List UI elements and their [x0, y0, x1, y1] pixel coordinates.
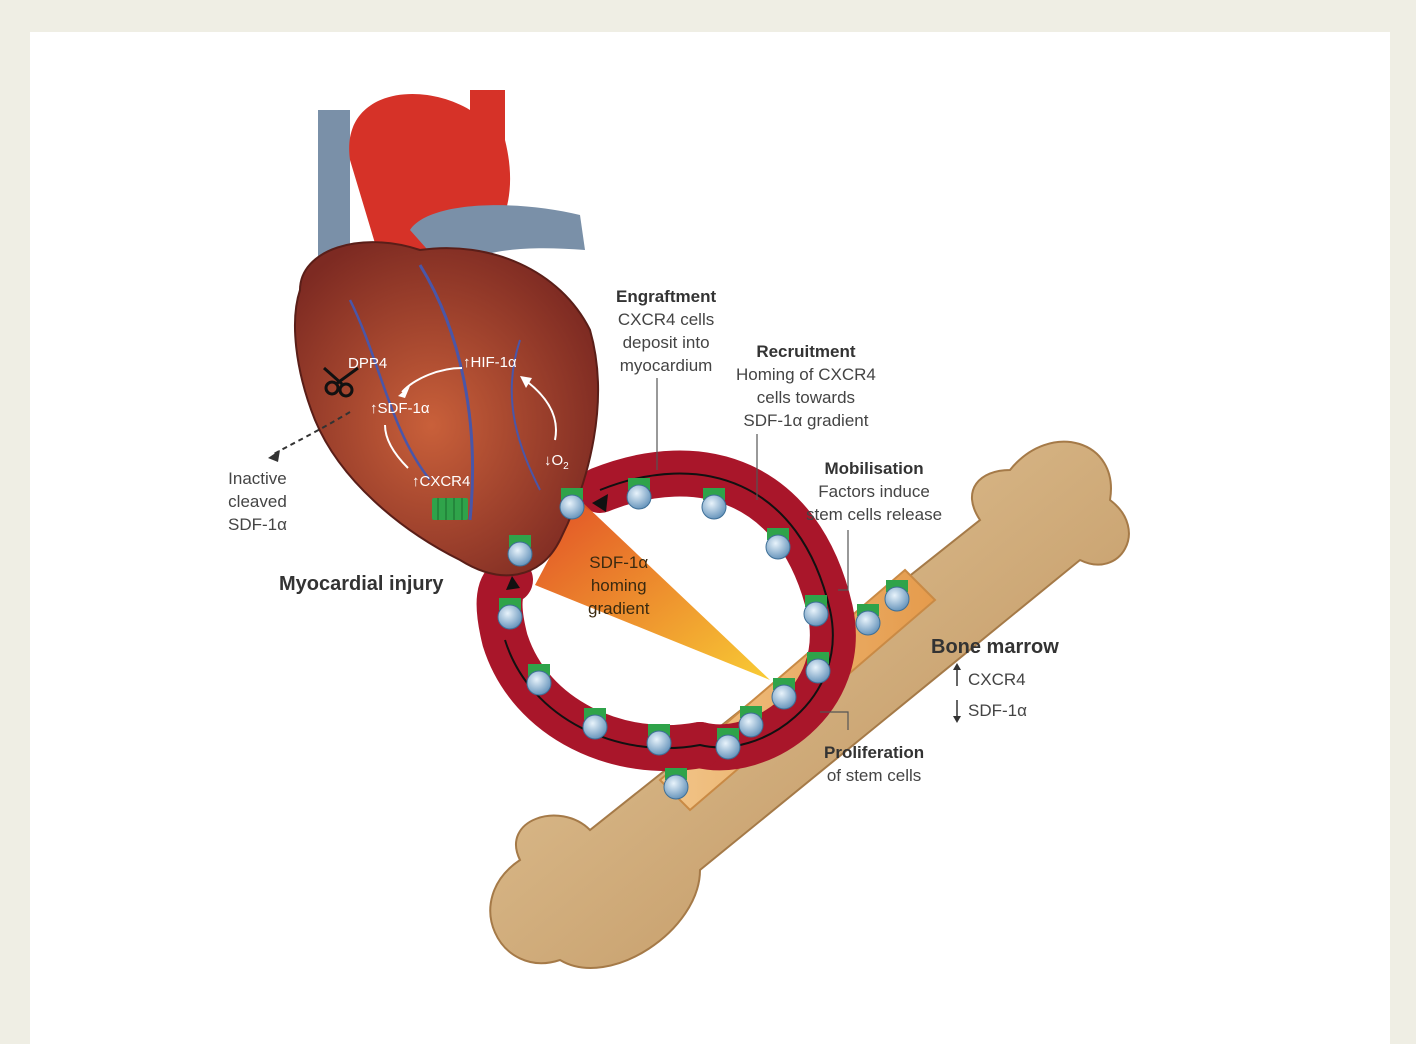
- proliferation-label: Proliferation of stem cells: [824, 741, 924, 787]
- cxcr4-heart-label: ↑CXCR4: [412, 473, 470, 490]
- engraftment-label: Engraftment CXCR4 cells deposit into myo…: [616, 285, 716, 377]
- gradient-line: SDF-1α: [588, 551, 649, 574]
- recruitment-line: Homing of CXCR4: [736, 363, 876, 386]
- engraftment-line: deposit into: [616, 331, 716, 354]
- recruitment-line: SDF-1α gradient: [736, 409, 876, 432]
- sdf-label: ↑SDF-1α: [370, 400, 430, 417]
- inactive-sdf-label: Inactive cleaved SDF-1α: [228, 467, 287, 536]
- cxcr4-text: CXCR4: [420, 473, 471, 490]
- recruitment-label: Recruitment Homing of CXCR4 cells toward…: [736, 340, 876, 432]
- proliferation-title: Proliferation: [824, 741, 924, 764]
- stem-cell: [772, 678, 796, 709]
- stem-cell: [560, 488, 584, 519]
- bone-marrow-sdf: SDF-1α: [968, 699, 1027, 722]
- inactive-line: cleaved: [228, 490, 287, 513]
- bone-marrow-title: Bone marrow: [931, 636, 1059, 659]
- o2-label: ↓O2: [544, 452, 569, 472]
- stem-cell: [885, 580, 909, 611]
- stem-cell: [527, 664, 551, 695]
- stem-cell: [716, 728, 740, 759]
- hif-text: HIF-1α: [471, 354, 517, 371]
- heart-receptor-icon: [432, 498, 468, 520]
- engraftment-line: CXCR4 cells: [616, 308, 716, 331]
- proliferation-line: of stem cells: [824, 764, 924, 787]
- inactive-line: SDF-1α: [228, 513, 287, 536]
- gradient-line: homing: [588, 574, 649, 597]
- stem-cell: [664, 768, 688, 799]
- recruitment-title: Recruitment: [736, 340, 876, 363]
- stem-cell: [739, 706, 763, 737]
- stem-cell: [647, 724, 671, 755]
- homing-gradient-cone: [535, 500, 770, 680]
- stem-cell: [804, 595, 828, 626]
- mobilisation-title: Mobilisation: [806, 457, 942, 480]
- stem-cell: [766, 528, 790, 559]
- stem-cell: [583, 708, 607, 739]
- hif-label: ↑HIF-1α: [463, 354, 517, 371]
- bone-marrow-cxcr4: CXCR4: [968, 668, 1026, 691]
- mobilisation-line: Factors induce: [806, 480, 942, 503]
- mobilisation-label: Mobilisation Factors induce stem cells r…: [806, 457, 942, 526]
- stem-cell: [508, 535, 532, 566]
- stem-cell: [856, 604, 880, 635]
- gradient-line: gradient: [588, 597, 649, 620]
- gradient-label: SDF-1α homing gradient: [588, 551, 649, 620]
- myocardial-injury-label: Myocardial injury: [279, 573, 444, 596]
- engraftment-line: myocardium: [616, 354, 716, 377]
- sdf-text: SDF-1α: [378, 400, 430, 417]
- o2-text: O: [552, 452, 564, 469]
- stem-cell: [806, 652, 830, 683]
- mobilisation-line: stem cells release: [806, 503, 942, 526]
- stem-cell: [627, 478, 651, 509]
- inactive-line: Inactive: [228, 467, 287, 490]
- recruitment-line: cells towards: [736, 386, 876, 409]
- engraftment-title: Engraftment: [616, 285, 716, 308]
- stem-cell: [498, 598, 522, 629]
- stem-cell: [702, 488, 726, 519]
- dpp4-label: DPP4: [348, 355, 387, 372]
